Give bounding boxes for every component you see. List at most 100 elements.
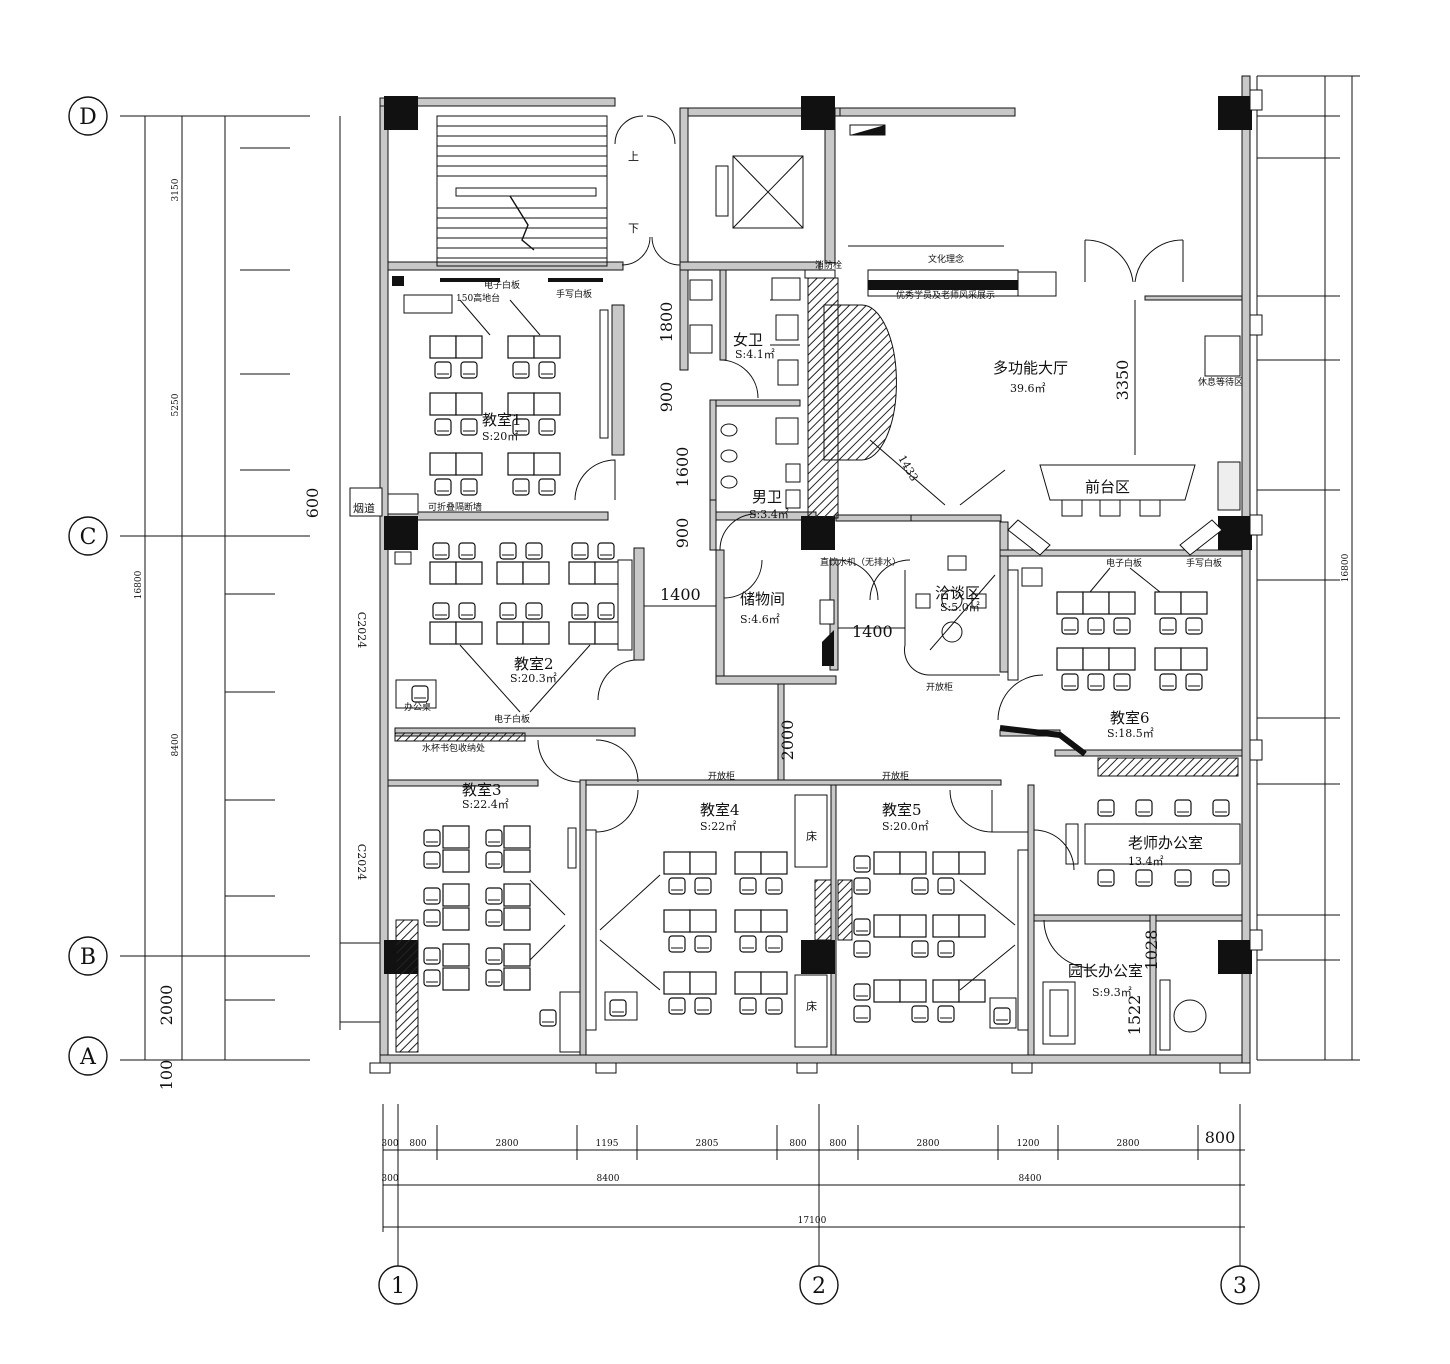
room-office-area: 13.4㎡ <box>1128 855 1164 868</box>
dim-left-100: 100 <box>157 1060 176 1091</box>
rest-area-block <box>1204 335 1241 377</box>
window-c2024-top: C2024 <box>355 612 368 648</box>
corridor-door-left <box>537 739 639 783</box>
shaft-label: 烟道 <box>353 501 375 515</box>
room-storage-area: S:4.6㎡ <box>740 613 780 626</box>
open-cabinet-left: 开放柜 <box>708 770 735 782</box>
dim-bottom-8400b: 8400 <box>1019 1174 1042 1184</box>
room-wc-men-name: 男卫 <box>752 488 782 506</box>
bed-label-top: 床 <box>806 829 817 843</box>
room-director-name: 园长办公室 <box>1068 962 1143 980</box>
classroom-1-furniture <box>392 276 609 496</box>
room-cls5-name: 教室5 <box>882 801 922 819</box>
dim-bottom-8400a: 8400 <box>597 1174 620 1184</box>
dim-left-total: 16800 <box>134 570 144 599</box>
dim-bottom-row1-7: 2800 <box>917 1139 940 1149</box>
dim-right-total: 16800 <box>1341 553 1351 582</box>
meeting-area <box>904 555 1000 676</box>
stair-down-label: 下 <box>628 222 639 235</box>
wb-h-cls6: 手写白板 <box>1186 557 1222 569</box>
reception-note: 优秀学员及老师风采展示 <box>896 289 995 301</box>
window-sills <box>369 89 1263 1074</box>
left-dim-texts: 16800 3150 5250 8400 2000 100 600 C2024 … <box>134 178 368 1090</box>
room-cls5-area: S:20.0㎡ <box>882 820 929 833</box>
bottom-dimensions <box>382 1104 1245 1270</box>
cls1-door <box>574 459 616 501</box>
room-cls3-name: 教室3 <box>462 781 502 799</box>
cls2-door <box>597 659 639 701</box>
dim-left-b: 5250 <box>171 393 181 416</box>
open-cabinet-right: 开放柜 <box>882 770 909 782</box>
room-cls6-area: S:18.5㎡ <box>1107 727 1154 740</box>
bed-label-bottom: 床 <box>806 999 817 1013</box>
stage-area <box>823 304 897 461</box>
dim-bottom-total: 17100 <box>798 1216 827 1226</box>
smoke-shaft <box>349 487 383 517</box>
axis-col-1: 1 <box>391 1274 405 1299</box>
room-wc-women-name: 女卫 <box>733 331 763 349</box>
dim-bottom-row1-1: 800 <box>409 1139 426 1149</box>
dim-bottom-row1-0: 300 <box>381 1139 398 1149</box>
room-hall-area: 39.6㎡ <box>1010 382 1046 395</box>
storage-door <box>723 559 763 599</box>
dim-900b: 900 <box>673 518 692 549</box>
room-cls2-name: 教室2 <box>514 655 554 673</box>
dim-left-600: 600 <box>303 488 322 519</box>
cup-storage-cls2: 水杯书包收纳处 <box>422 742 485 754</box>
classroom-3-furniture <box>395 825 581 1053</box>
open-cabinet-meeting: 开放柜 <box>926 681 953 693</box>
room-cls4-name: 教室4 <box>700 801 740 819</box>
wb-e-cls2: 电子白板 <box>494 713 530 725</box>
wc-women-door <box>719 359 759 399</box>
dim-bottom-row1-4: 2805 <box>696 1139 719 1149</box>
dim-hall-3350: 3350 <box>1113 360 1132 401</box>
columns <box>384 96 1252 974</box>
axis-bubbles-rows: D C B A <box>68 96 108 1076</box>
room-meeting-name: 洽谈区 <box>935 584 980 602</box>
dim-bottom-row1-9: 2800 <box>1117 1139 1140 1149</box>
dim-bottom-row1-8: 1200 <box>1017 1139 1040 1149</box>
office-door <box>1033 829 1075 871</box>
dim-1800: 1800 <box>657 302 676 343</box>
dim-corr-1400a: 1400 <box>660 585 701 604</box>
hall-side-door <box>837 559 911 601</box>
room-cls4-area: S:22㎡ <box>700 820 736 833</box>
dim-left-c: 8400 <box>171 733 181 756</box>
stair-treads-top <box>437 125 607 259</box>
dim-bottom-row1-2: 2800 <box>496 1139 519 1149</box>
axis-row-c: C <box>80 525 97 550</box>
classroom-4-furniture <box>585 789 832 1048</box>
room-meeting-area: S:5.0㎡ <box>940 601 980 614</box>
room-wc-women-area: S:4.1㎡ <box>735 348 775 361</box>
dim-dir-1028: 1028 <box>1142 930 1161 971</box>
teacher-office <box>1065 757 1241 887</box>
dim-corr-1400b: 1400 <box>852 622 893 641</box>
classroom-5-furniture <box>837 789 1029 1031</box>
desk-label-cls2: 办公桌 <box>404 701 431 713</box>
dim-dir-1522: 1522 <box>1125 995 1144 1036</box>
womens-toilet-fixtures <box>689 277 801 386</box>
shoe-cabinet <box>1217 461 1241 511</box>
wb-e-cls6: 电子白板 <box>1106 557 1142 569</box>
hall-doors <box>1084 239 1184 283</box>
wb-h-cls1: 手写白板 <box>556 288 592 300</box>
bottom-dim-texts: 300 800 2800 1195 2805 800 800 2800 1200… <box>381 1128 1235 1226</box>
dim-hall-1433: 1433 <box>895 453 920 484</box>
axis-row-a: A <box>79 1045 97 1070</box>
room-cls1-area: S:20㎡ <box>482 430 518 443</box>
classroom-6-furniture <box>997 567 1208 757</box>
axis-row-d: D <box>79 105 97 130</box>
dim-1600: 1600 <box>673 447 692 488</box>
dim-bottom-800: 800 <box>1205 1128 1236 1147</box>
dim-left-2000: 2000 <box>157 985 176 1026</box>
culture-label: 文化理念 <box>928 253 964 265</box>
stair-up-label: 上 <box>628 150 639 163</box>
room-cls3-area: S:22.4㎡ <box>462 798 509 811</box>
elevator <box>715 155 804 229</box>
room-cls2-area: S:20.3㎡ <box>510 672 557 685</box>
dim-900a: 900 <box>657 382 676 413</box>
right-dimensions <box>1256 75 1360 1061</box>
dim-left-a: 3150 <box>171 178 181 201</box>
reception-desk <box>1039 464 1196 517</box>
wb-e-cls1: 电子白板 <box>484 279 520 291</box>
